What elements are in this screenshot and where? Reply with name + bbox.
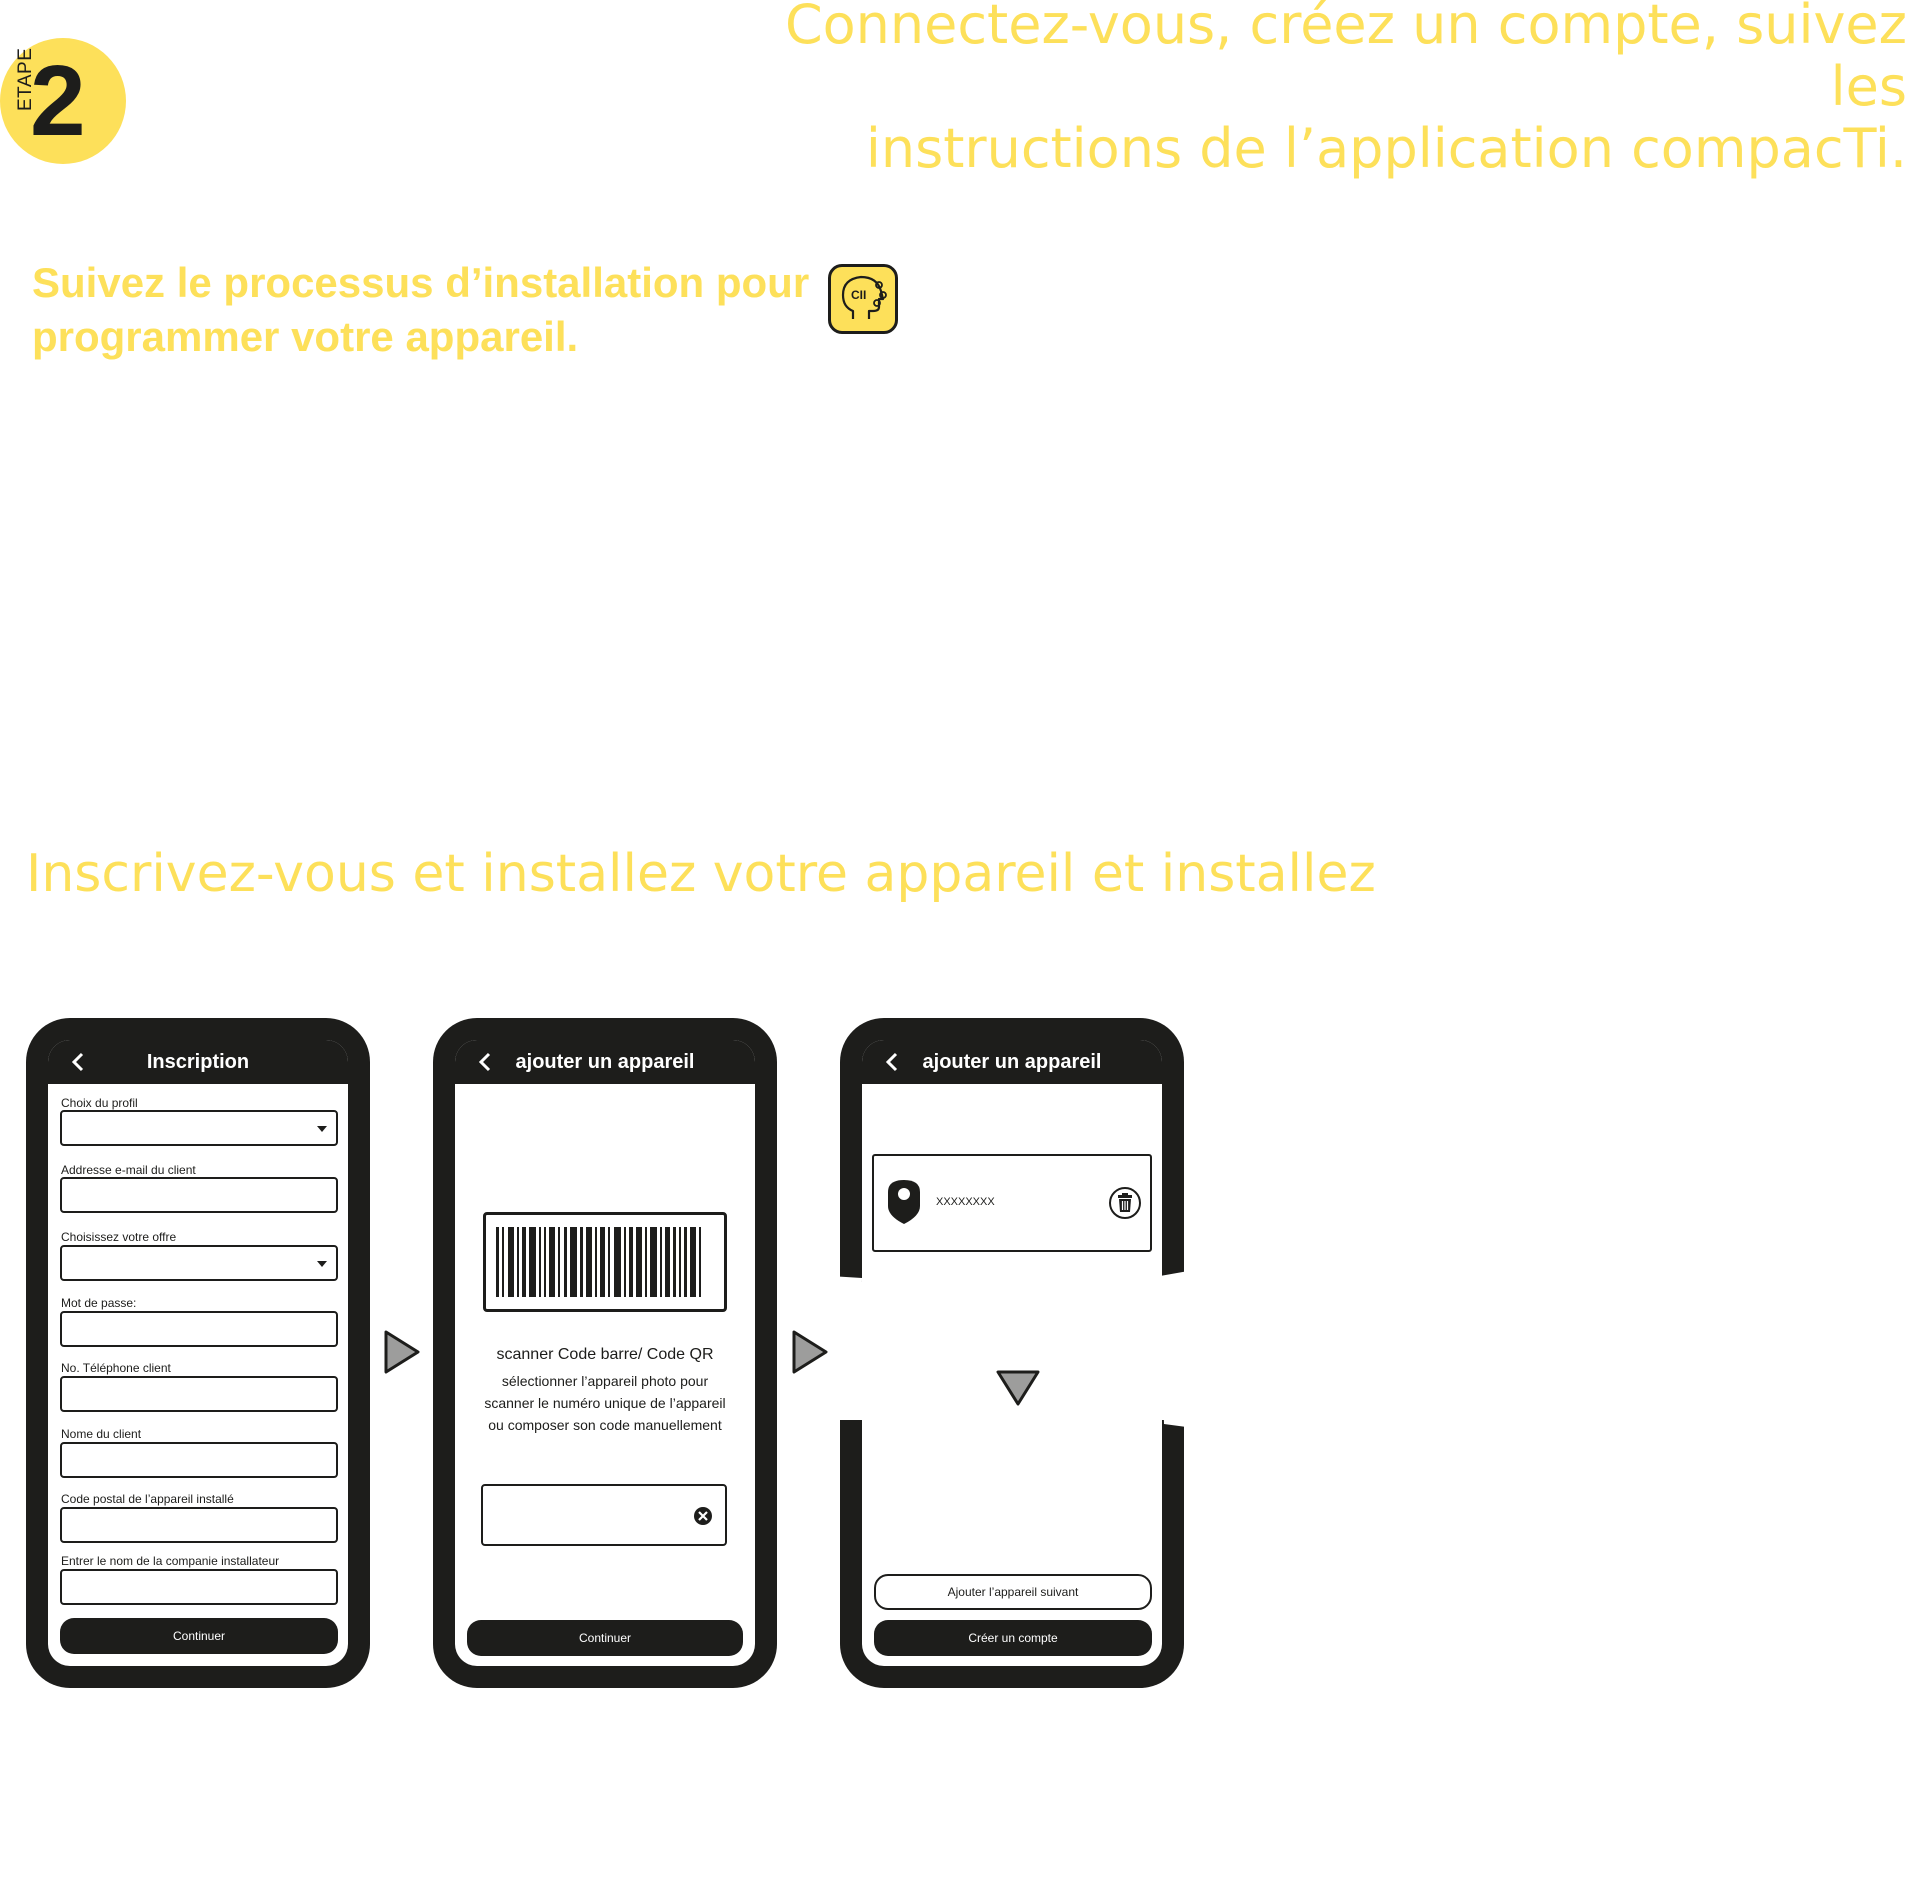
- barcode-frame[interactable]: [483, 1212, 727, 1312]
- field-label-installer: Entrer le nom de la companie installateu…: [61, 1554, 280, 1568]
- topbar: Inscription: [48, 1040, 348, 1084]
- step-badge: [0, 38, 126, 164]
- phone-add-device-scan: ajouter un appareil: [433, 1018, 777, 1688]
- continue-button[interactable]: Continuer: [467, 1620, 743, 1656]
- arrow-right-icon: [792, 1330, 828, 1374]
- screen-title: Inscription: [146, 1050, 250, 1073]
- scan-text-line3: ou composer son code manuellement: [488, 1417, 722, 1433]
- topbar: ajouter un appareil: [862, 1040, 1162, 1084]
- field-label-offer: Choisissez votre offre: [61, 1230, 177, 1244]
- scan-instructions: sélectionner l’appareil photo pour scann…: [455, 1370, 755, 1436]
- field-label-password: Mot de passe:: [61, 1296, 137, 1310]
- scan-title: scanner Code barre/ Code QR: [496, 1346, 714, 1363]
- page-title: Connectez-vous, créez un compte, suivez …: [757, 0, 1907, 180]
- trash-icon[interactable]: [1108, 1186, 1142, 1220]
- step-number: 2: [30, 45, 86, 157]
- device-id: XXXXXXXX: [936, 1196, 995, 1208]
- chevron-down-icon: [317, 1126, 327, 1132]
- screen-title: ajouter un appareil: [922, 1050, 1102, 1073]
- offer-select[interactable]: [60, 1245, 338, 1281]
- topbar: ajouter un appareil: [455, 1040, 755, 1084]
- clear-input-icon[interactable]: [693, 1506, 713, 1526]
- device-code-input[interactable]: [481, 1484, 727, 1546]
- instruction-line1: Suivez le processus d’installation pour: [32, 259, 810, 306]
- barcode-icon: [496, 1227, 701, 1297]
- chevron-down-icon: [317, 1261, 327, 1267]
- field-label-email: Addresse e-mail du client: [61, 1163, 196, 1177]
- phone-screen: Inscription Choix du profil Addresse e-m…: [48, 1040, 348, 1666]
- device-card[interactable]: XXXXXXXX: [872, 1154, 1152, 1252]
- field-label-postal: Code postal de l’appareil installé: [61, 1492, 234, 1506]
- page-title-line2: instructions de l’application compacTi.: [865, 117, 1907, 180]
- scan-text-line1: sélectionner l’appareil photo pour: [501, 1373, 709, 1389]
- scroll-break: [830, 1270, 1194, 1428]
- email-field[interactable]: [60, 1177, 338, 1213]
- section-subtitle: Inscrivez-vous et installez votre appare…: [26, 844, 1376, 904]
- add-next-device-button[interactable]: Ajouter l’appareil suivant: [874, 1574, 1152, 1610]
- password-field[interactable]: [60, 1311, 338, 1347]
- arrow-down-icon: [996, 1370, 1040, 1406]
- back-arrow-icon[interactable]: [68, 1050, 88, 1074]
- screen-title: ajouter un appareil: [515, 1050, 695, 1073]
- back-arrow-icon[interactable]: [882, 1050, 902, 1074]
- postal-code-field[interactable]: [60, 1507, 338, 1543]
- app-icon-label: CII: [851, 288, 866, 302]
- phone-inscription: Inscription Choix du profil Addresse e-m…: [26, 1018, 370, 1688]
- name-field[interactable]: [60, 1442, 338, 1478]
- arrow-right-icon: [384, 1330, 420, 1374]
- page-title-line1: Connectez-vous, créez un compte, suivez …: [784, 0, 1907, 118]
- field-label-phone: No. Téléphone client: [61, 1361, 171, 1375]
- scan-text-line2: scanner le numéro unique de l’appareil: [484, 1395, 726, 1411]
- back-arrow-icon[interactable]: [475, 1050, 495, 1074]
- installer-field[interactable]: [60, 1569, 338, 1605]
- compacti-app-icon: CII: [828, 264, 898, 334]
- field-label-profile: Choix du profil: [61, 1096, 138, 1110]
- instruction-text: Suivez le processus d’installation pour …: [32, 256, 822, 364]
- create-account-button[interactable]: Créer un compte: [874, 1620, 1152, 1656]
- phone-field[interactable]: [60, 1376, 338, 1412]
- phone-screen: ajouter un appareil: [455, 1040, 755, 1666]
- field-label-name: Nome du client: [61, 1427, 142, 1441]
- instruction-line2: programmer votre appareil.: [32, 313, 579, 360]
- profile-select[interactable]: [60, 1110, 338, 1146]
- continue-button[interactable]: Continuer: [60, 1618, 338, 1654]
- device-pin-icon: [888, 1180, 920, 1224]
